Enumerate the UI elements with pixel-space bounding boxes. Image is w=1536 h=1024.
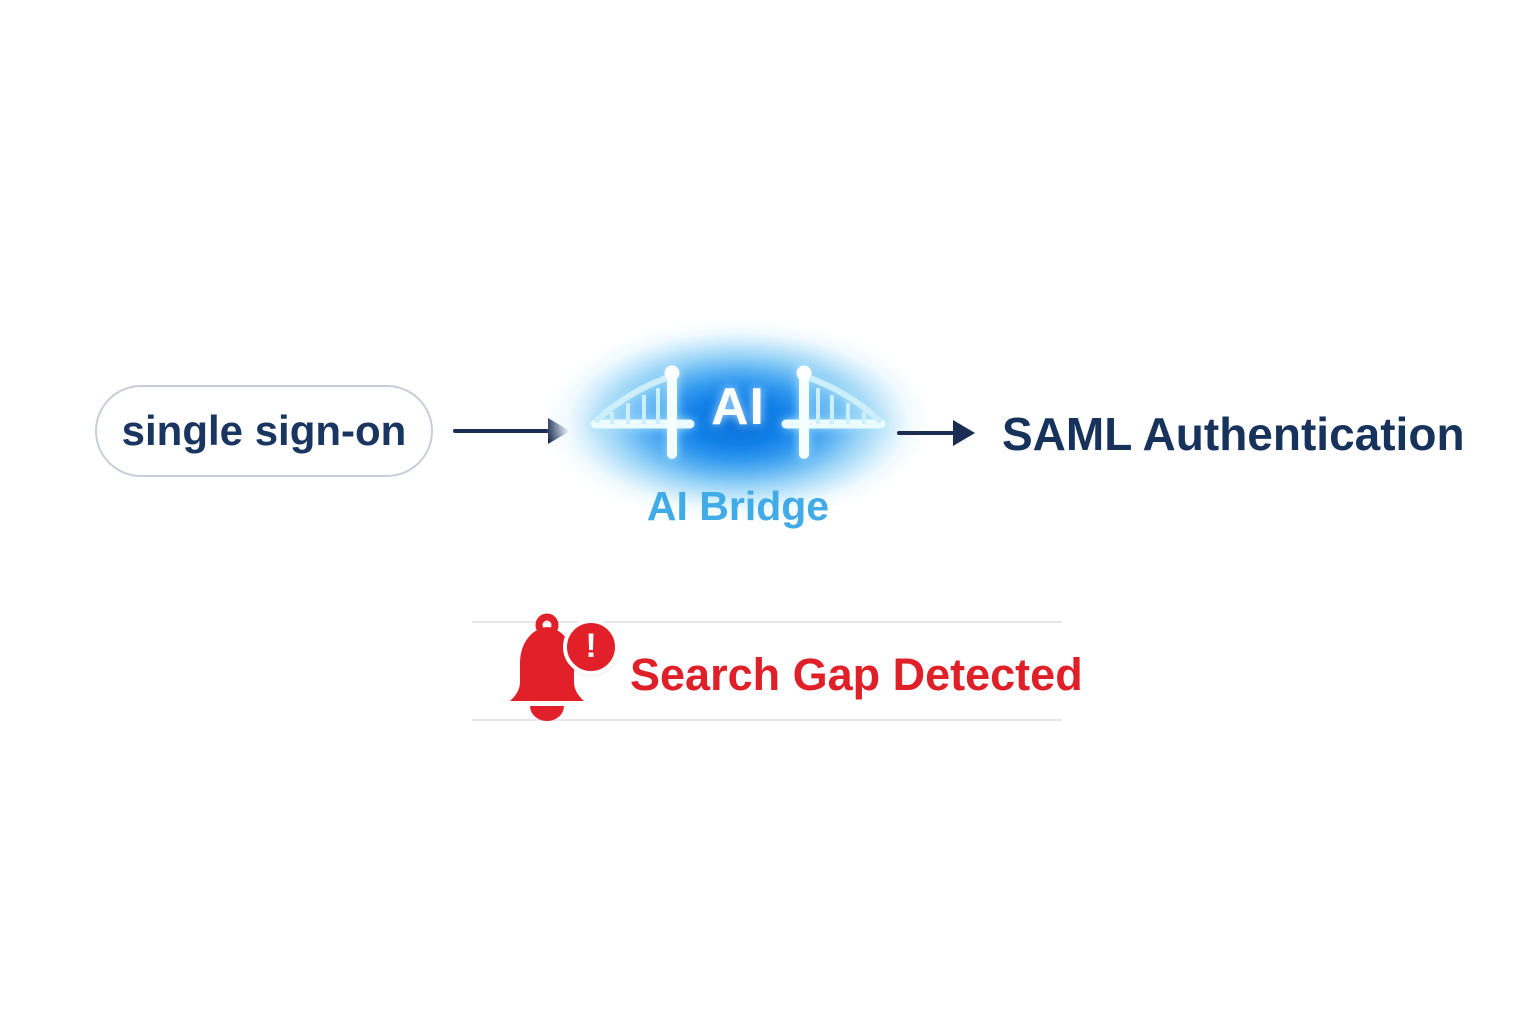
bridge-caption: AI Bridge	[646, 483, 830, 529]
alert-panel: ! Search Gap Detected	[472, 613, 1083, 721]
arrow-shaft	[453, 429, 552, 433]
arrow-right-icon	[897, 420, 975, 446]
bridge-glow	[545, 316, 931, 518]
arrow-head	[953, 420, 975, 446]
source-node-label: single sign-on	[121, 407, 407, 454]
target-node-label: SAML Authentication	[1002, 408, 1465, 460]
suspension-bridge-icon	[590, 365, 886, 459]
exclamation-icon: !	[585, 627, 597, 665]
source-node: single sign-on	[95, 385, 433, 477]
bridge-icon-label: AI	[711, 378, 765, 436]
alert-label: Search Gap Detected	[630, 649, 1083, 700]
arrow-shaft	[897, 431, 957, 435]
alert-exclamation-badge: !	[563, 619, 619, 675]
